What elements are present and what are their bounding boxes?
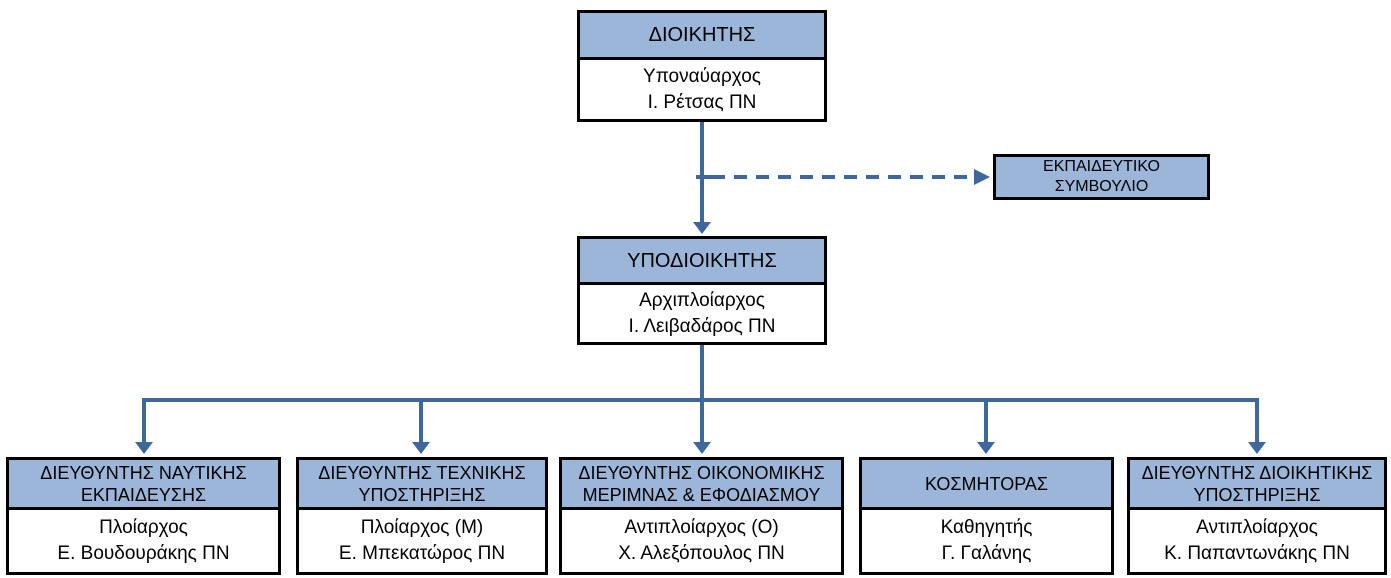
node-deputy-commander-person: Αρχιπλοίαρχος Ι. Λειβαδάρος ΠΝ [580,285,824,342]
node-directorate-administrative-support-person: Αντιπλοίαρχος Κ. Παπαντωνάκης ΠΝ [1130,510,1384,572]
node-directorate-naval-training-title: ΔΙΕΥΘΥΝΤΗΣ ΝΑΥΤΙΚΗΣ ΕΚΠΑΙΔΕΥΣΗΣ [9,460,278,510]
connector-drop-dir4 [977,400,995,454]
connector-drop-dir2 [412,400,430,454]
connector-drop-dir5 [1248,400,1266,454]
node-deputy-commander-title: ΥΠΟΔΙΟΙΚΗΤΗΣ [580,239,824,285]
connector-deputy-to-bus [142,345,1259,402]
node-commander-person: Υποναύαρχος Ι. Ρέτσας ΠΝ [580,60,824,119]
connector-drop-dir3 [693,400,711,454]
node-directorate-financial-supply: ΔΙΕΥΘΥΝΤΗΣ ΟΙΚΟΝΟΜΙΚΗΣ ΜΕΡΙΜΝΑΣ & ΕΦΟΔΙΑ… [559,457,844,575]
node-directorate-naval-training: ΔΙΕΥΘΥΝΤΗΣ ΝΑΥΤΙΚΗΣ ΕΚΠΑΙΔΕΥΣΗΣ Πλοίαρχο… [6,457,281,575]
node-directorate-financial-supply-person: Αντιπλοίαρχος (Ο) Χ. Αλεξόπουλος ΠΝ [562,510,841,572]
node-directorate-technical-support-title: ΔΙΕΥΘΥΝΤΗΣ ΤΕΧΝΙΚΗΣ ΥΠΟΣΤΗΡΙΞΗΣ [299,460,545,510]
node-commander-title: ΔΙΟΙΚΗΤΗΣ [580,13,824,60]
node-dean-person: Καθηγητής Γ. Γαλάνης [862,510,1111,572]
node-directorate-naval-training-person: Πλοίαρχος Ε. Βουδουράκης ΠΝ [9,510,278,572]
connector-commander-to-deputy [693,122,711,234]
node-dean: ΚΟΣΜΗΤΟΡΑΣ Καθηγητής Γ. Γαλάνης [859,457,1114,575]
connector-drop-dir1 [135,400,153,454]
node-dean-title: ΚΟΣΜΗΤΟΡΑΣ [862,460,1111,510]
node-directorate-administrative-support: ΔΙΕΥΘΥΝΤΗΣ ΔΙΟΙΚΗΤΙΚΗΣ ΥΠΟΣΤΗΡΙΞΗΣ Αντιπ… [1127,457,1387,575]
node-directorate-financial-supply-title: ΔΙΕΥΘΥΝΤΗΣ ΟΙΚΟΝΟΜΙΚΗΣ ΜΕΡΙΜΝΑΣ & ΕΦΟΔΙΑ… [562,460,841,510]
node-commander: ΔΙΟΙΚΗΤΗΣ Υποναύαρχος Ι. Ρέτσας ΠΝ [577,10,827,122]
node-directorate-technical-support-person: Πλοίαρχος (Μ) Ε. Μπεκατώρος ΠΝ [299,510,545,572]
node-deputy-commander: ΥΠΟΔΙΟΙΚΗΤΗΣ Αρχιπλοίαρχος Ι. Λειβαδάρος… [577,236,827,345]
node-education-council: ΕΚΠΑΙΔΕΥΤΙΚΟ ΣΥΜΒΟΥΛΙΟ [993,154,1210,200]
node-directorate-administrative-support-title: ΔΙΕΥΘΥΝΤΗΣ ΔΙΟΙΚΗΤΙΚΗΣ ΥΠΟΣΤΗΡΙΞΗΣ [1130,460,1384,510]
connector-dashed-to-council [696,169,990,185]
node-directorate-technical-support: ΔΙΕΥΘΥΝΤΗΣ ΤΕΧΝΙΚΗΣ ΥΠΟΣΤΗΡΙΞΗΣ Πλοίαρχο… [296,457,548,575]
